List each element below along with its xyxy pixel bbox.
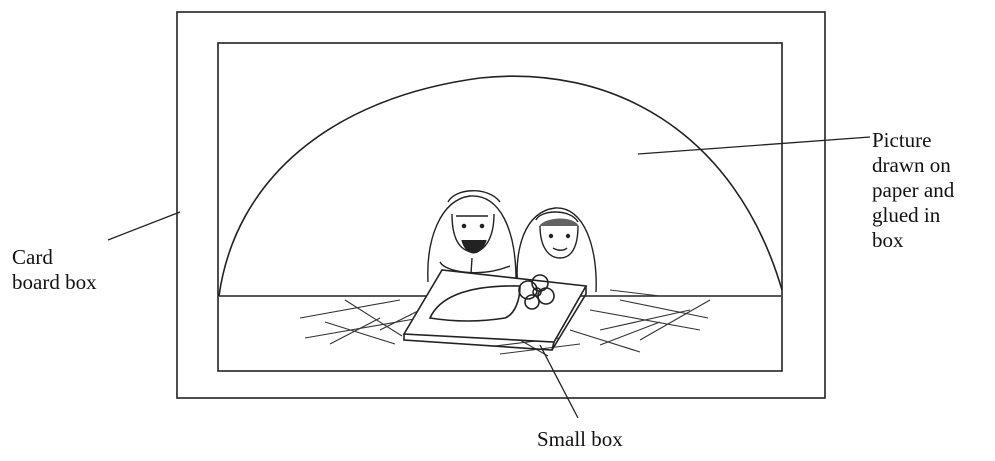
leader-card-board-box	[108, 212, 180, 240]
label-card-board-box: Card board box	[12, 245, 97, 295]
card-board-box-outer	[177, 12, 825, 398]
label-picture-line-4: glued in	[872, 203, 954, 228]
picture-dome-arch	[219, 76, 782, 296]
label-picture-line-3: paper and	[872, 178, 954, 203]
leader-picture	[638, 137, 870, 154]
label-picture: Picture drawn on paper and glued in box	[872, 128, 954, 253]
label-picture-line-2: drawn on	[872, 153, 954, 178]
label-picture-line-1: Picture	[872, 128, 954, 153]
small-box-manger	[404, 270, 586, 350]
label-card-board-box-line-1: Card	[12, 245, 97, 270]
label-small-box: Small box	[537, 427, 623, 452]
leader-small-box	[540, 345, 578, 418]
label-picture-line-5: box	[872, 228, 954, 253]
label-card-board-box-line-2: board box	[12, 270, 97, 295]
